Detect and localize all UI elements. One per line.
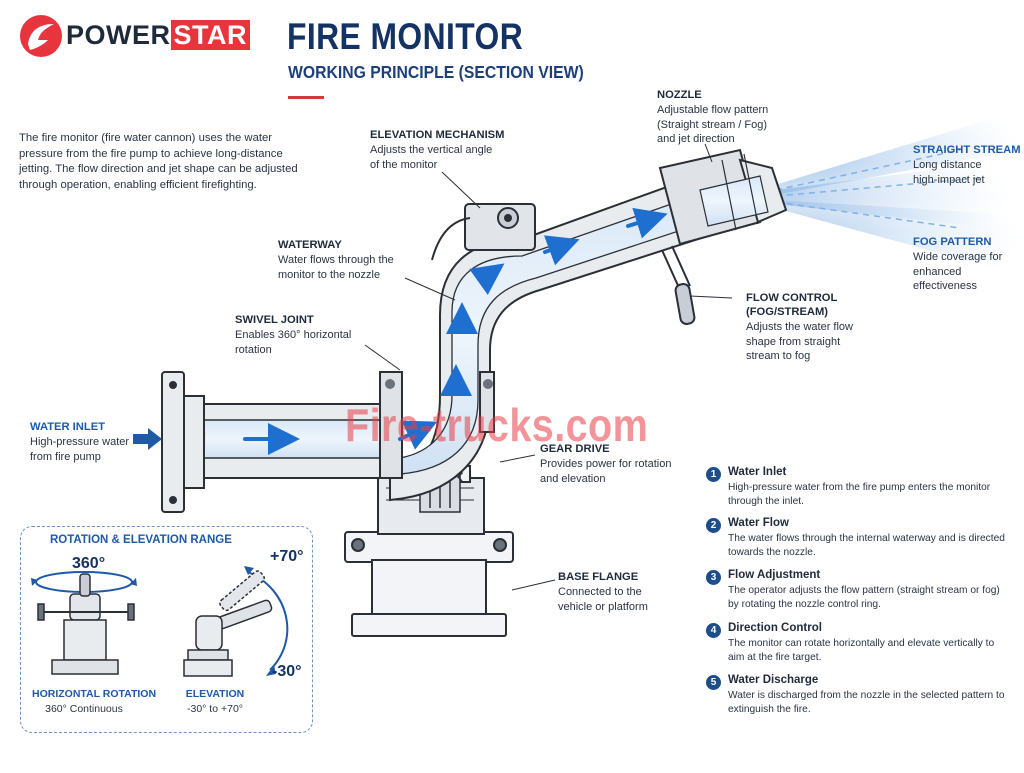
range-title: ROTATION & ELEVATION RANGE	[50, 534, 232, 546]
step-title: Water Discharge	[728, 674, 819, 686]
elevation-label: ELEVATION MECHANISM	[370, 129, 505, 141]
straight-stream-desc: Long distance high-impact jet	[913, 159, 985, 186]
step-desc: The operator adjusts the flow pattern (s…	[728, 585, 1000, 610]
base-flange-label: BASE FLANGE	[558, 571, 639, 583]
water-spray-icon	[775, 110, 1020, 275]
fog-pattern-label: FOG PATTERN	[913, 236, 992, 248]
leader-lines	[364, 143, 733, 591]
flow-arrows	[243, 207, 668, 455]
page-title: FIRE MONITOR	[287, 16, 524, 57]
step-number-badge: 1	[706, 467, 721, 482]
horizontal-rotation-icon	[31, 571, 137, 675]
elevation-max-value: +70°	[270, 548, 304, 565]
water-inlet-label: WATER INLET	[30, 421, 105, 433]
straight-stream-label: STRAIGHT STREAM	[913, 144, 1021, 156]
nozzle-label: NOZZLE	[657, 89, 702, 101]
flow-control-handle-icon	[661, 245, 696, 325]
elevation-sub: -30° to +70°	[187, 703, 243, 715]
elevation-desc: Adjusts the vertical angle of the monito…	[370, 144, 493, 171]
waterway-label: WATERWAY	[278, 239, 342, 251]
step-number-badge: 2	[706, 518, 721, 533]
nozzle-desc: Adjustable flow pattern (Straight stream…	[657, 104, 769, 145]
elevation-label: ELEVATION	[185, 688, 245, 700]
step-desc: The water flows through the internal wat…	[728, 533, 1005, 558]
waterway-desc: Water flows through the monitor to the n…	[278, 254, 394, 281]
elevation-range-icon	[183, 566, 289, 677]
water-inlet-desc: High-pressure water from fire pump	[30, 436, 130, 463]
step-desc: Water is discharged from the nozzle in t…	[728, 690, 1005, 715]
inlet-pipe-icon	[161, 371, 402, 513]
watermark: Fire-trucks.com	[345, 399, 649, 451]
title-underline	[288, 96, 324, 99]
step-number-badge: 5	[706, 675, 721, 690]
page-subtitle: WORKING PRINCIPLE (SECTION VIEW)	[288, 62, 584, 82]
intro-text: The fire monitor (fire water cannon) use…	[19, 132, 298, 191]
gear-drive-label: GEAR DRIVE	[540, 443, 610, 455]
flow-control-label: FLOW CONTROL (FOG/STREAM)	[746, 292, 838, 318]
rotation-elevation-range-box	[20, 526, 313, 733]
step-number-badge: 4	[706, 623, 721, 638]
inlet-arrow-icon	[133, 428, 162, 450]
flow-control-desc: Adjusts the water flow shape from straig…	[746, 321, 853, 362]
horizontal-rotation-sub: 360° Continuous	[45, 703, 123, 715]
fog-pattern-desc: Wide coverage for enhanced effectiveness	[913, 251, 1003, 292]
horizontal-rotation-label: HORIZONTAL ROTATION	[32, 688, 157, 700]
nozzle-icon	[658, 148, 788, 246]
step-number-badge: 3	[706, 570, 721, 585]
elevation-min-value: -30°	[272, 663, 302, 680]
swivel-joint-desc: Enables 360° horizontal rotation	[235, 329, 352, 356]
brand-name-part1: POWER	[66, 20, 171, 50]
rotation-degree-value: 360°	[72, 555, 106, 572]
step-title: Direction Control	[728, 622, 822, 634]
base-flange-desc: Connected to the vehicle or platform	[558, 586, 648, 613]
gear-drive-desc: Provides power for rotation and elevatio…	[540, 458, 672, 485]
swivel-joint-label: SWIVEL JOINT	[235, 314, 314, 326]
step-desc: High-pressure water from the fire pump e…	[728, 482, 991, 507]
step-title: Water Inlet	[728, 466, 787, 478]
step-title: Flow Adjustment	[728, 569, 821, 581]
step-title: Water Flow	[728, 517, 789, 529]
powerstar-logo-icon	[20, 15, 62, 57]
brand-name-part2: STAR	[170, 20, 251, 50]
step-desc: The monitor can rotate horizontally and …	[728, 638, 995, 663]
